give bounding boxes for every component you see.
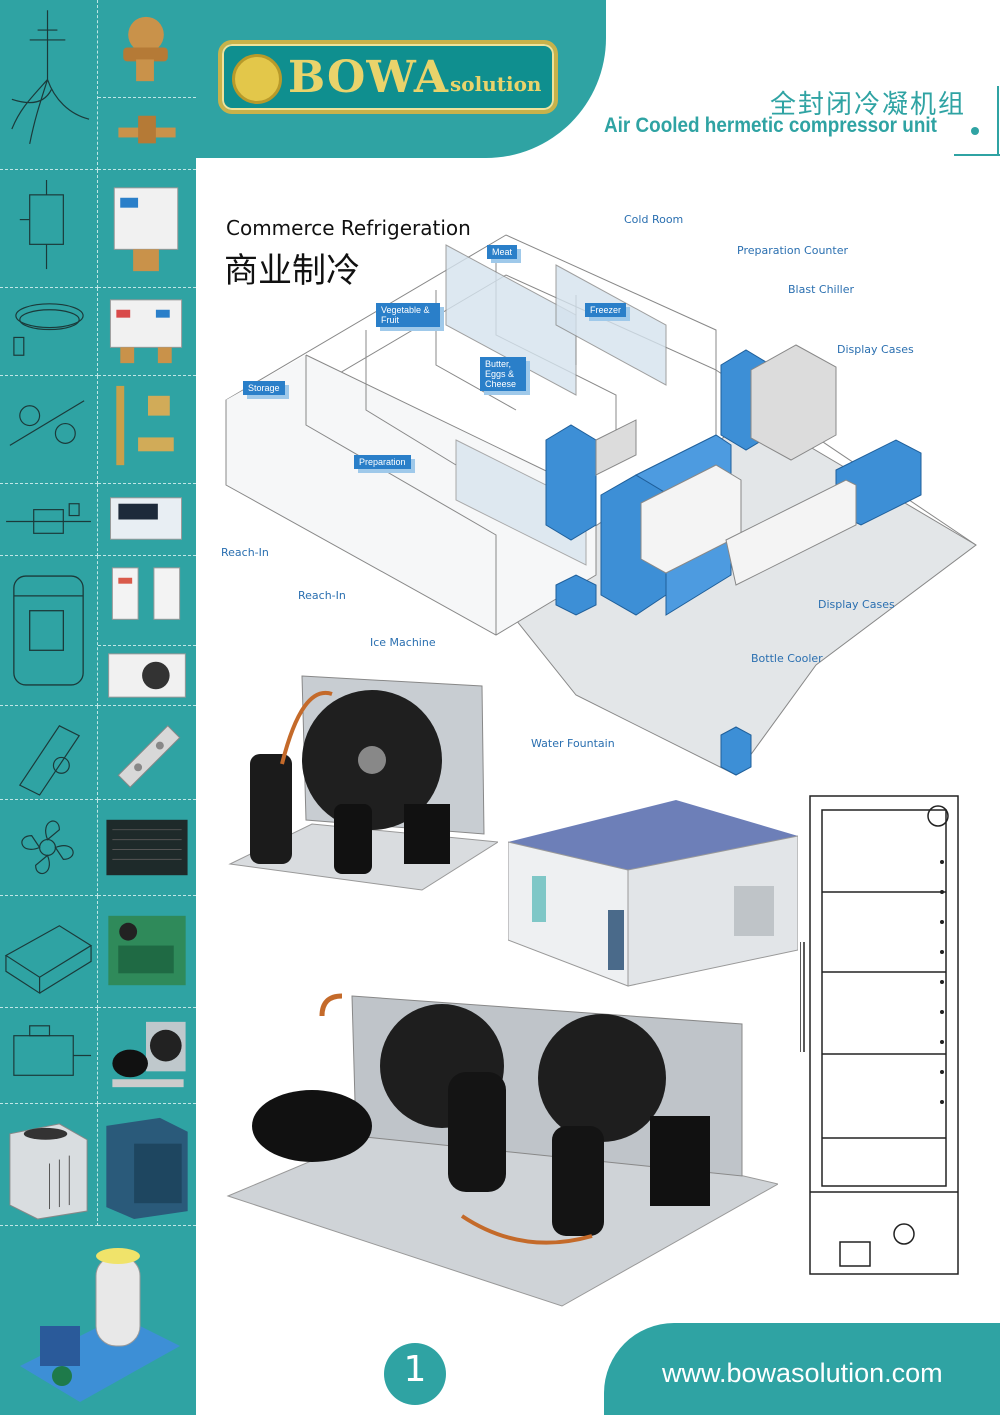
callout-blast-chiller: Blast Chiller (788, 283, 854, 296)
pressure-valve-drawing-icon (0, 170, 98, 288)
cold-room-photo (508, 800, 798, 990)
room-tag-meat: Meat (487, 245, 518, 259)
room-tag-butter: Butter, Eggs & Cheese (480, 357, 526, 391)
callout-preparation-counter: Preparation Counter (737, 244, 848, 257)
page-title-en: Air Cooled hermetic compressor unit (604, 114, 937, 137)
component-sidebar (0, 0, 196, 1415)
water-chiller-icon (98, 1104, 196, 1226)
motor-drawing-icon (0, 1008, 98, 1104)
solenoid-valve-icon (98, 98, 196, 170)
outdoor-unit-icon (0, 1104, 98, 1226)
room-tag-storage: Storage (243, 381, 285, 395)
callout-water-fountain: Water Fountain (531, 737, 615, 750)
brand-logo: BOWA solution (218, 40, 558, 114)
room-tag-vegetable: Vegetable & Fruit (376, 303, 440, 327)
antenna-valve-icon (0, 0, 98, 170)
condensing-unit-photo-small (222, 664, 498, 912)
callout-cold-room: Cold Room (624, 213, 684, 226)
protection-relay-icon (98, 556, 196, 646)
callout-display-cases-bottom: Display Cases (818, 598, 895, 611)
brand-suffix: solution (450, 72, 542, 96)
dual-pressure-switch-icon (98, 288, 196, 376)
condenser-coil-icon (98, 800, 196, 896)
callout-display-cases-top: Display Cases (837, 343, 914, 356)
condensing-unit-photo-large (222, 976, 778, 1310)
unit-cooler-icon (98, 646, 196, 706)
capillary-tube-icon (0, 288, 98, 376)
air-conditioner-drawing-icon (0, 896, 98, 1008)
fan-blade-drawing-icon (0, 800, 98, 896)
callout-reach-in-1: Reach-In (221, 546, 269, 559)
rack-system-icon (0, 1226, 196, 1415)
pressure-switch-icon (98, 170, 196, 288)
small-condensing-unit-icon (98, 1008, 196, 1104)
callout-ice-machine: Ice Machine (370, 636, 436, 649)
page-title-cn: 全封闭冷凝机组 (770, 90, 967, 120)
door-hinge-icon (98, 706, 196, 800)
floor-plan-drawing (225, 234, 977, 776)
brass-fittings-icon (98, 376, 196, 484)
logo-emblem-icon (232, 54, 282, 104)
expansion-valve-icon (98, 0, 196, 98)
callout-bottle-cooler: Bottle Cooler (751, 652, 823, 665)
title-dot (971, 127, 979, 135)
semi-hermetic-unit-icon (98, 896, 196, 1008)
room-tag-freezer: Freezer (585, 303, 627, 317)
title-rule-vertical (997, 86, 999, 156)
room-tag-preparation: Preparation (354, 455, 411, 469)
expansion-valve-drawing-icon (0, 706, 98, 800)
title-rule (954, 154, 1000, 156)
floor-plan-illustration: Meat Vegetable & Fruit Butter, Eggs & Ch… (196, 195, 1000, 785)
callout-reach-in-2: Reach-In (298, 589, 346, 602)
filter-drier-drawing-icon (0, 484, 98, 556)
website-url[interactable]: www.bowasolution.com (662, 1358, 943, 1388)
page-number-badge (384, 1343, 446, 1405)
temperature-controller-icon (98, 484, 196, 556)
section-title-en: Commerce Refrigeration (226, 216, 471, 240)
brand-name: BOWA (288, 52, 450, 103)
footer-band (604, 1323, 1000, 1415)
scroll-compressor-drawing-icon (0, 556, 98, 706)
sight-glass-drawing-icon (0, 376, 98, 484)
display-case-airflow-diagram (800, 792, 968, 1284)
page-number: 1 (403, 1349, 427, 1390)
section-title-cn: 商业制冷 (224, 251, 360, 291)
